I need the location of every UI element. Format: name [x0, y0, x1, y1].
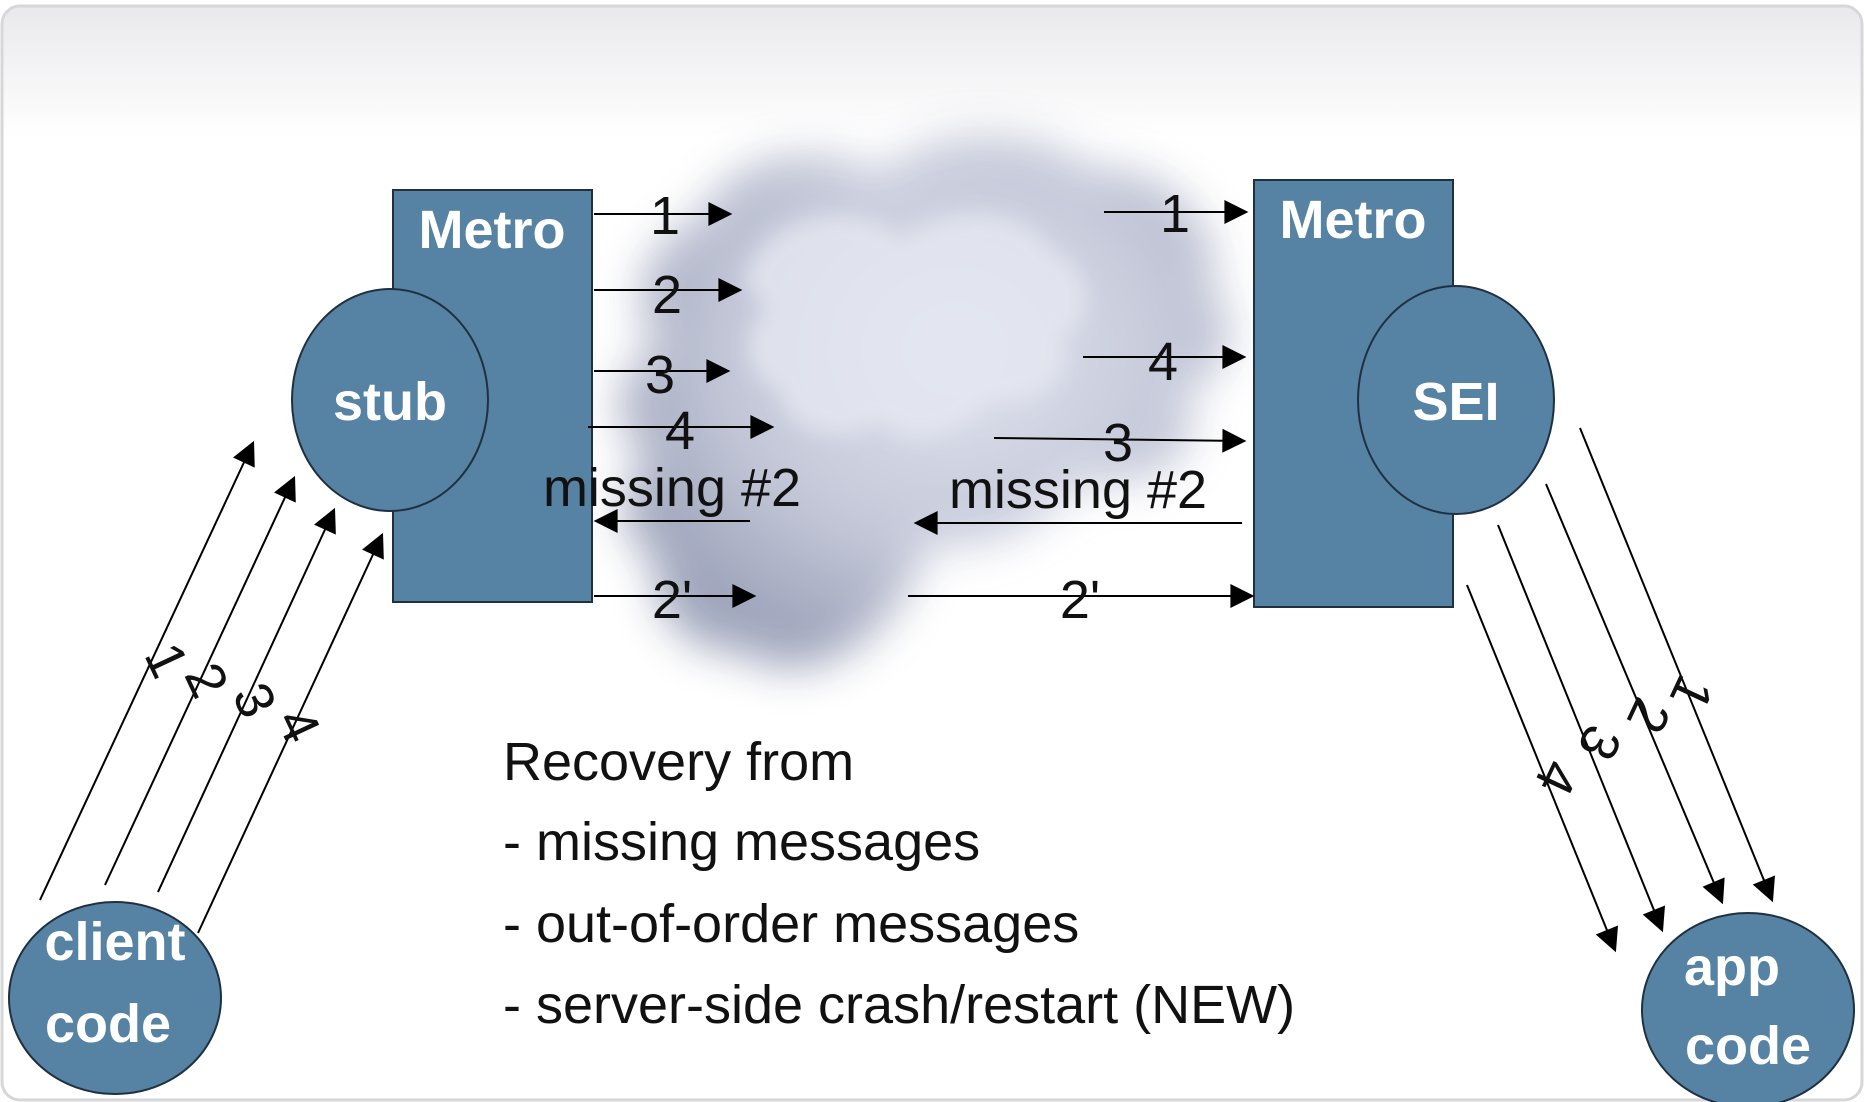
left-label-2: 2 — [652, 265, 682, 325]
left-resend-label: 2' — [652, 570, 692, 630]
stub-label: stub — [333, 372, 447, 432]
client-arrow-3 — [157, 507, 336, 893]
right-label-4: 4 — [1148, 332, 1178, 392]
right-label-3: 3 — [1103, 413, 1133, 473]
app-arrow-2 — [1545, 483, 1725, 905]
left-nack-label: missing #2 — [543, 458, 801, 518]
notes-item-2: - out-of-order messages — [503, 894, 1079, 954]
right-nack-label: missing #2 — [949, 460, 1207, 520]
notes-item-3: - server-side crash/restart (NEW) — [503, 975, 1295, 1035]
right-arrow-3 — [993, 428, 1247, 453]
left-metro-label: Metro — [419, 200, 566, 260]
left-label-1: 1 — [650, 186, 680, 246]
app-arrow-4 — [1466, 584, 1619, 953]
app-code-label-line2: code — [1685, 1016, 1811, 1076]
left-label-3: 3 — [645, 345, 675, 405]
client-code-label-line1: client — [44, 912, 185, 972]
app-arrow-1 — [1579, 427, 1775, 903]
notes-item-1: - missing messages — [503, 812, 980, 872]
sei-label: SEI — [1412, 372, 1499, 432]
client-code-label-line2: code — [45, 994, 171, 1054]
left-label-4: 4 — [665, 401, 695, 461]
right-metro-label: Metro — [1280, 190, 1427, 250]
app-code-node — [1641, 912, 1855, 1102]
stub-node — [291, 288, 489, 512]
client-arrow-2 — [104, 475, 296, 886]
client-arrow-1 — [39, 440, 255, 901]
app-code-label-line1: app — [1684, 937, 1780, 997]
right-label-1: 1 — [1160, 184, 1190, 244]
client-code-node — [8, 901, 222, 1095]
sei-node — [1357, 285, 1555, 515]
right-resend-label: 2' — [1060, 570, 1100, 630]
notes-heading: Recovery from — [503, 732, 854, 792]
app-arrow-3 — [1497, 524, 1666, 933]
network-cloud — [620, 136, 1229, 668]
client-arrow-4 — [197, 532, 384, 934]
